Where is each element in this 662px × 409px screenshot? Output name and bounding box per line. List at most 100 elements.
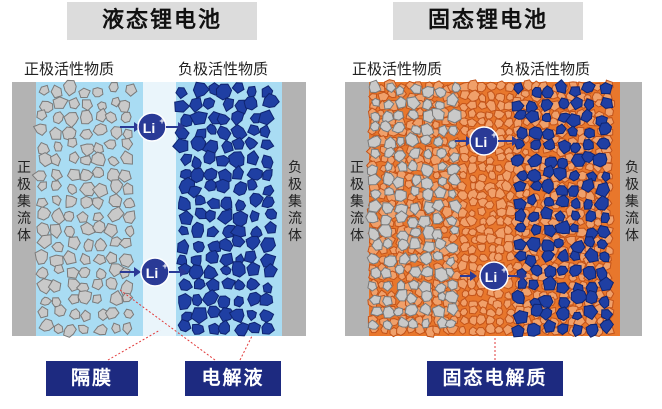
cathode-particle	[37, 141, 51, 156]
cathode-particle	[369, 120, 381, 132]
cathode-particle	[433, 185, 447, 199]
electrolyte-callout-box: 电解液	[185, 361, 281, 396]
liquid-ion-top-label: Li	[143, 120, 155, 136]
cathode-particle	[117, 99, 131, 113]
cathode-particle	[47, 278, 62, 293]
anode-particle	[585, 209, 597, 223]
anode-particle	[176, 254, 188, 266]
cathode-particle	[37, 181, 47, 192]
electrolyte-particle	[475, 288, 484, 298]
anode-particle	[215, 83, 233, 101]
anode-particle	[216, 125, 232, 141]
callout-leader-lines	[107, 289, 496, 361]
anode-particle	[247, 178, 258, 191]
cathode-particle	[398, 251, 411, 265]
cathode-particle	[63, 324, 77, 338]
cathode-particle	[432, 250, 444, 261]
electrolyte-particle	[465, 215, 478, 227]
anode-particle	[580, 108, 593, 123]
electrolyte-particle	[398, 272, 407, 281]
anode-particle	[526, 168, 542, 183]
cathode-particle	[420, 122, 435, 138]
anode-particle	[553, 238, 564, 249]
anode-particle	[259, 124, 271, 139]
anode-particle	[233, 295, 245, 308]
cathode-particle	[118, 253, 134, 268]
cathode-particle	[68, 308, 81, 320]
cathode-particle	[379, 120, 393, 133]
anode-particle	[172, 138, 189, 154]
cathode-particle	[422, 187, 434, 202]
anode-particle	[217, 295, 231, 310]
anode-particle	[595, 181, 611, 199]
electrolyte-particle	[501, 169, 512, 183]
electrolyte-particle	[477, 206, 487, 217]
cathode-particle	[125, 83, 138, 97]
cathode-particle	[445, 267, 455, 279]
cathode-particle	[78, 266, 91, 279]
electrolyte-particle	[495, 215, 506, 226]
electrolyte-particle	[500, 179, 513, 193]
cathode-particle	[434, 87, 447, 99]
solid-cathode-collector	[345, 82, 369, 336]
anode-particle	[207, 305, 222, 319]
cathode-particle	[423, 201, 435, 215]
cathode-particle	[53, 323, 64, 335]
cathode-particle	[393, 150, 407, 163]
anode-particle	[177, 195, 191, 212]
cathode-particle	[382, 320, 393, 331]
anode-particle	[220, 196, 233, 211]
electrolyte-particle	[458, 170, 468, 179]
cathode-particle	[368, 227, 381, 242]
anode-particle	[593, 195, 609, 211]
anode-particle	[257, 109, 275, 126]
cathode-particle	[394, 189, 407, 202]
anode-particle	[600, 212, 611, 224]
anode-particle	[261, 195, 275, 209]
electrolyte-particle	[485, 322, 496, 335]
cathode-particle	[90, 151, 106, 167]
anode-particle	[262, 282, 273, 294]
anode-particle	[189, 111, 208, 126]
anode-particle	[247, 321, 262, 334]
anode-particle	[567, 185, 579, 198]
cathode-particle	[433, 135, 444, 147]
electrolyte-particle	[440, 225, 449, 234]
liquid-ion-bottom-label: Li	[146, 265, 158, 281]
solid-ion-bottom: Li +	[460, 261, 527, 291]
cathode-particle	[418, 302, 432, 317]
cathode-particle	[404, 131, 420, 148]
cathode-particle	[446, 303, 459, 317]
electrolyte-particle	[467, 287, 478, 297]
anode-particle	[180, 113, 193, 128]
cathode-particle	[370, 306, 384, 317]
cathode-particle	[80, 168, 94, 182]
anode-particle	[243, 250, 257, 264]
cathode-particle	[92, 212, 105, 222]
anode-particle	[178, 210, 194, 226]
electrolyte-particle	[495, 306, 504, 317]
cathode-particle	[410, 185, 420, 197]
anode-particle	[528, 126, 544, 140]
anode-particle	[528, 279, 540, 291]
cathode-particle	[92, 253, 107, 266]
cathode-particle	[92, 123, 108, 136]
anode-particle	[260, 237, 277, 254]
cathode-particle	[447, 139, 457, 150]
anode-particle	[541, 85, 554, 99]
anode-particle	[178, 278, 194, 292]
electrolyte-particle	[475, 234, 489, 245]
anode-particle	[206, 197, 220, 210]
cathode-particle	[447, 108, 462, 124]
liquid-anode-active-label: 负极活性物质	[178, 60, 269, 78]
anode-particle	[511, 100, 525, 112]
cathode-particle	[438, 124, 449, 138]
anode-particle	[177, 318, 192, 333]
cathode-particle	[392, 307, 404, 317]
electrolyte-particle	[493, 288, 505, 300]
anode-particle	[234, 278, 246, 291]
electrolyte-particle	[457, 259, 468, 273]
cathode-particle	[110, 179, 124, 195]
anode-particle	[597, 276, 615, 292]
anode-particle	[539, 307, 553, 321]
